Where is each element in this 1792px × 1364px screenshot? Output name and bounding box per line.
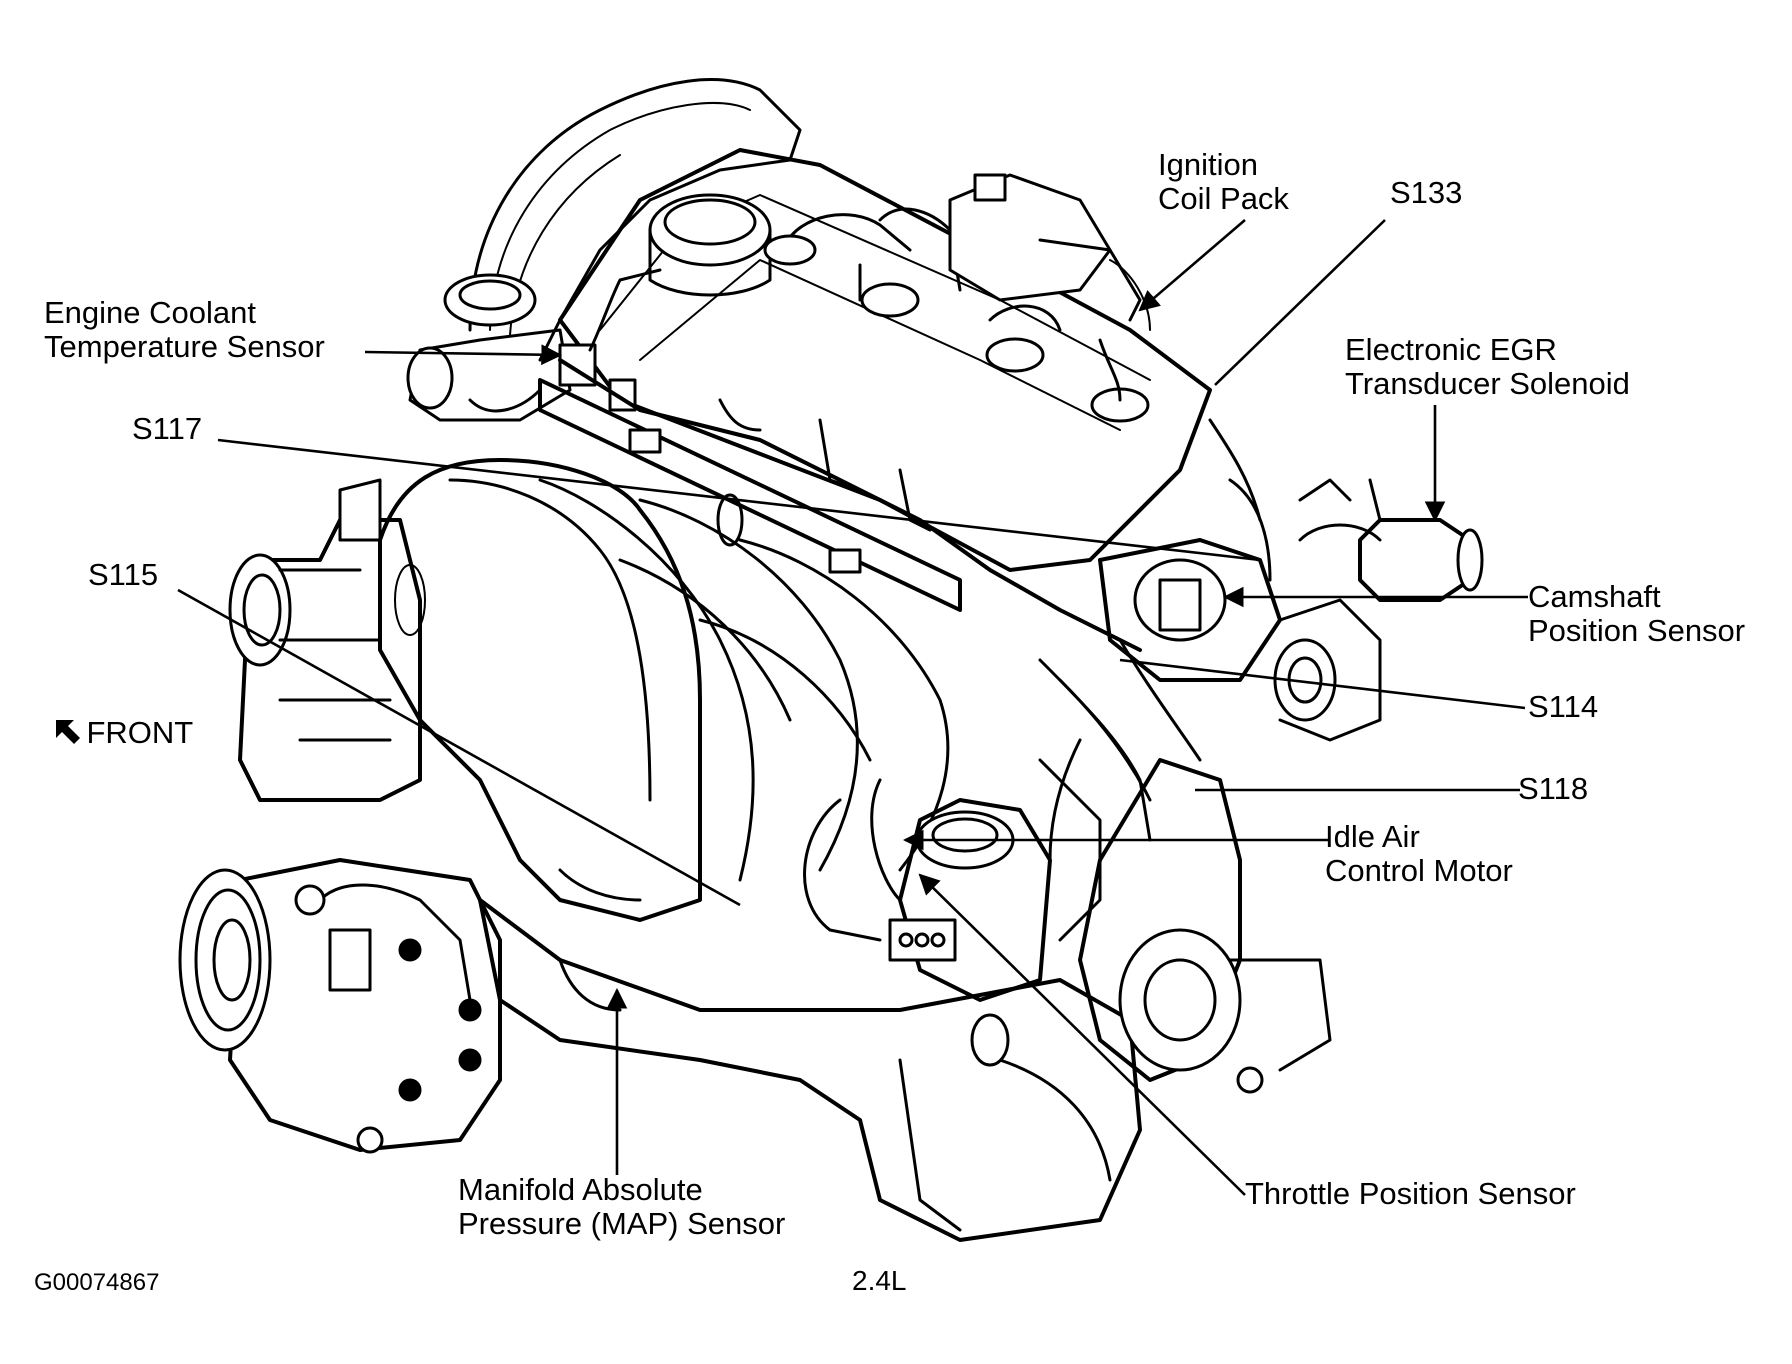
oil-pan xyxy=(478,898,1142,1242)
label-engine-coolant-temp-sensor: Engine Coolant Temperature Sensor xyxy=(44,295,325,364)
leader-ignition-coil xyxy=(1138,219,1246,312)
thermostat-housing xyxy=(443,273,537,327)
intake-manifold xyxy=(378,458,702,922)
fuel-rail xyxy=(538,378,962,612)
ac-compressor xyxy=(228,858,502,1152)
label-camshaft-position-sensor: Camshaft Position Sensor xyxy=(1528,579,1746,648)
label-s133: S133 xyxy=(1390,175,1463,210)
label-s118: S118 xyxy=(1518,771,1589,806)
leader-s133 xyxy=(1214,219,1386,386)
ignition-coil-pack xyxy=(948,173,1112,302)
timing-cover xyxy=(468,78,802,362)
leader-s114 xyxy=(1119,658,1526,710)
leader-coolant xyxy=(364,344,563,366)
figure-id: G00074867 xyxy=(34,1269,160,1296)
label-electronic-egr-transducer-solenoid: Electronic EGR Transducer Solenoid xyxy=(1345,332,1630,401)
leader-s117 xyxy=(217,438,1261,562)
label-ignition-coil-pack: Ignition Coil Pack xyxy=(1158,147,1289,216)
egr-transducer xyxy=(1358,518,1472,602)
camshaft-sensor-area xyxy=(1098,538,1282,682)
leader-tps xyxy=(918,873,1246,1196)
alternator xyxy=(238,518,422,802)
label-front: FRONT xyxy=(54,716,193,750)
engine-size-caption: 2.4L xyxy=(852,1265,907,1296)
label-s117: S117 xyxy=(132,411,203,446)
label-s114: S114 xyxy=(1528,689,1599,724)
label-s115: S115 xyxy=(88,557,159,592)
valve-cover xyxy=(558,148,1212,572)
front-arrow-icon xyxy=(56,720,80,744)
label-throttle-position-sensor: Throttle Position Sensor xyxy=(1245,1176,1576,1211)
label-idle-air-control-motor: Idle Air Control Motor xyxy=(1325,819,1513,888)
label-map-sensor: Manifold Absolute Pressure (MAP) Sensor xyxy=(458,1172,786,1241)
leader-s115 xyxy=(177,588,741,907)
